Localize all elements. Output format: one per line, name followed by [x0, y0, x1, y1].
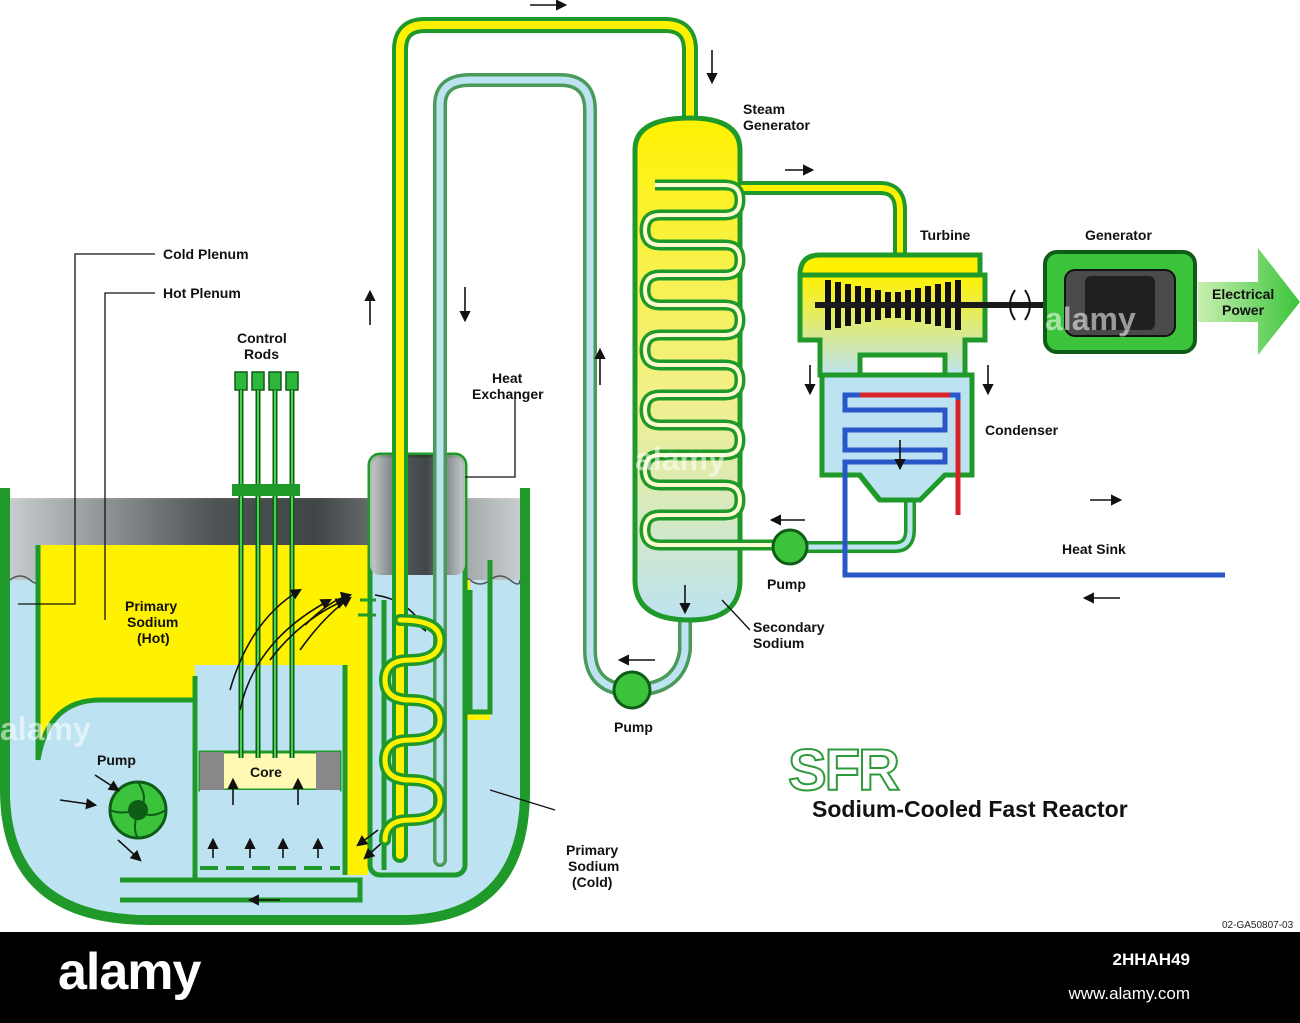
primary-flow-arrows	[59, 588, 427, 906]
reactor-vessel	[0, 371, 530, 925]
label-core: Core	[250, 764, 282, 780]
secondary-pump	[612, 670, 652, 710]
label-hot-plenum: Hot Plenum	[163, 285, 241, 301]
label-pump-feedwater: Pump	[767, 576, 806, 592]
label-generator: Generator	[1085, 227, 1152, 243]
label-primary-hot-3: (Hot)	[137, 630, 170, 646]
control-rods	[232, 371, 300, 758]
watermark-center: alamy	[635, 441, 726, 477]
generator	[1009, 250, 1197, 354]
label-exchanger: Exchanger	[472, 386, 544, 402]
label-heat-sink: Heat Sink	[1062, 541, 1126, 557]
footer-site: www.alamy.com	[1068, 984, 1190, 1003]
label-secondary-sodium: Sodium	[753, 635, 804, 651]
label-primary-cold-2: Sodium	[568, 858, 619, 874]
ihx-tube-bundle	[379, 614, 446, 846]
label-turbine: Turbine	[920, 227, 971, 243]
sfr-diagram: Cold Plenum Hot Plenum Control Rods Heat…	[0, 0, 1300, 931]
watermark-left: alamy	[0, 711, 91, 747]
label-control: Control	[237, 330, 287, 346]
footer-brand-logo: alamy	[58, 943, 201, 1001]
sfr-title: Sodium-Cooled Fast Reactor	[812, 796, 1128, 822]
label-primary-hot-1: Primary	[125, 598, 177, 614]
label-heat: Heat	[492, 370, 523, 386]
label-primary-cold-3: (Cold)	[572, 874, 612, 890]
footer-image-id: 2HHAH49	[1112, 950, 1190, 969]
label-pump-pool: Pump	[97, 752, 136, 768]
turbine	[797, 252, 1050, 378]
figure-code: 02-GA50807-03	[1222, 920, 1294, 931]
feedwater-pump	[771, 528, 809, 566]
pool-pump	[108, 780, 168, 840]
steam-generator	[632, 115, 907, 623]
leader-lines	[18, 253, 751, 811]
label-electrical: Electrical	[1212, 286, 1274, 302]
label-primary-cold-1: Primary	[566, 842, 618, 858]
condenser	[819, 372, 1225, 581]
watermark-right: alamy	[1045, 301, 1136, 337]
label-condenser: Condenser	[985, 422, 1059, 438]
secondary-loop-hot-pipe	[392, 17, 698, 863]
label-secondary: Secondary	[753, 619, 825, 635]
label-cold-plenum: Cold Plenum	[163, 246, 249, 262]
label-steam-generator: Generator	[743, 117, 810, 133]
label-power: Power	[1222, 302, 1265, 318]
label-rods: Rods	[244, 346, 279, 362]
label-pump-secondary: Pump	[614, 719, 653, 735]
stock-footer-bar: alamy 2HHAH49 www.alamy.com	[0, 932, 1300, 1023]
secondary-loop-cold-pipe	[433, 73, 692, 867]
label-steam: Steam	[743, 101, 785, 117]
flow-arrows	[364, 0, 1123, 666]
feedwater-line	[771, 490, 916, 566]
label-primary-hot-2: Sodium	[127, 614, 178, 630]
electrical-power-arrow	[1198, 248, 1300, 355]
sfr-acronym: SFR	[788, 738, 899, 803]
